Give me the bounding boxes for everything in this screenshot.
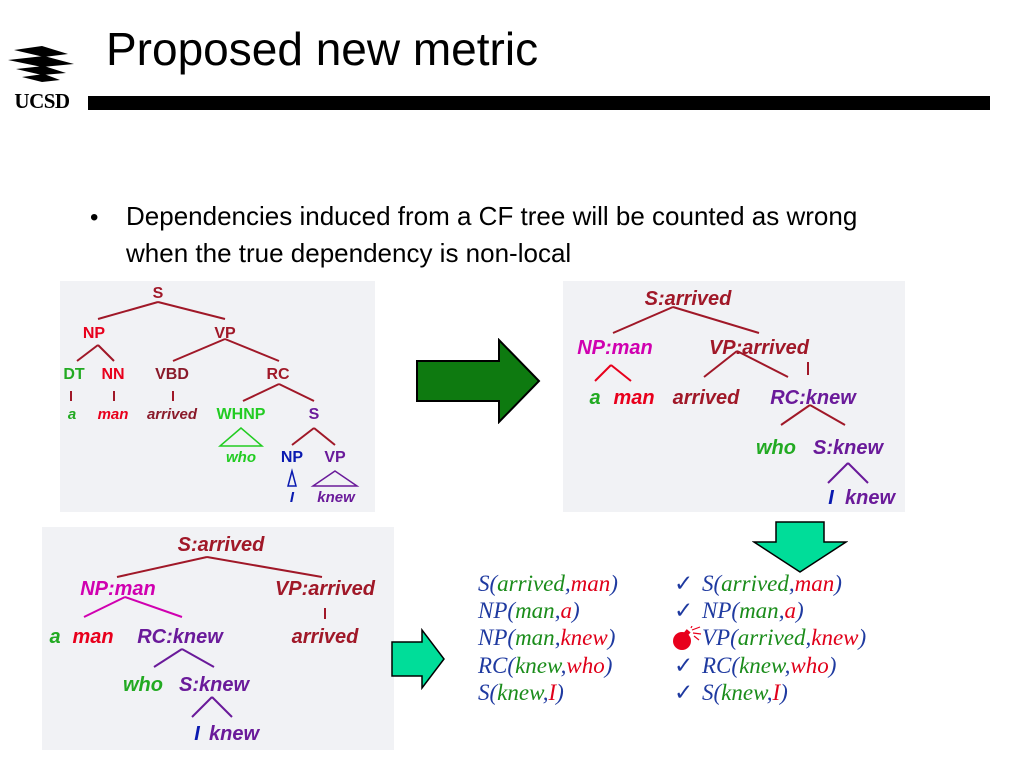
vp-triangle — [310, 470, 360, 487]
node-dt: DT — [63, 366, 85, 383]
dep-left: S(arrived,man) — [478, 571, 618, 596]
dep-right: S(knew,I) — [702, 679, 788, 705]
word-arrived: arrived — [673, 387, 740, 409]
dep-row: NP(man,knew) VP(arrived,knew) — [478, 624, 938, 651]
word-man: man — [72, 626, 113, 648]
dep-right: S(arrived,man) — [702, 571, 842, 596]
np-triangle — [287, 468, 297, 487]
dep-row: S(arrived,man) ✓ S(arrived,man) — [478, 570, 938, 597]
word-who: who — [123, 674, 163, 696]
slide-title: Proposed new metric — [106, 23, 539, 75]
word-i: I — [194, 723, 200, 745]
dep-row: S(knew,I) ✓ S(knew,I) — [478, 679, 938, 706]
node-rc-knew: RC:knew — [770, 387, 857, 409]
arrow-right-icon — [416, 338, 541, 424]
node-s2: S — [309, 406, 320, 423]
lex-tree-nonlocal-panel: S:arrived NP:man VP:arrived a man RC:kne… — [42, 527, 394, 750]
dependency-lists: S(arrived,man) ✓ S(arrived,man) NP(man,a… — [478, 570, 938, 706]
logo-text: UCSD — [14, 89, 70, 113]
node-np2: NP — [281, 449, 304, 466]
word-knew: knew — [845, 487, 896, 509]
cf-tree: S NP VP DT NN VBD RC a man arrived WHNP … — [63, 285, 360, 506]
word-knew: knew — [317, 489, 356, 506]
word-man: man — [613, 387, 654, 409]
node-s-arrived: S:arrived — [645, 288, 732, 310]
word-knew: knew — [209, 723, 260, 745]
check-icon: ✓ — [674, 571, 694, 596]
dep-row: NP(man,a) ✓ NP(man,a) — [478, 597, 938, 624]
node-np: NP — [83, 325, 106, 342]
node-rc-knew: RC:knew — [137, 626, 224, 648]
cf-tree-panel: S NP VP DT NN VBD RC a man arrived WHNP … — [60, 281, 375, 512]
dep-right: RC(knew,who) — [702, 652, 837, 678]
node-vp2: VP — [324, 449, 346, 466]
word-arrived: arrived — [292, 626, 359, 648]
node-np-man: NP:man — [80, 578, 156, 600]
node-s-arrived: S:arrived — [178, 534, 265, 556]
bullet-icon: • — [90, 204, 99, 231]
lex-tree-nonlocal: S:arrived NP:man VP:arrived a man RC:kne… — [49, 534, 376, 745]
arrow-down-icon — [752, 521, 848, 573]
dep-left: NP(man,knew) — [478, 625, 616, 651]
dep-left: RC(knew,who) — [478, 652, 613, 678]
lex-tree-local-panel: S:arrived NP:man VP:arrived a man arrive… — [563, 281, 905, 512]
word-a: a — [68, 406, 76, 423]
node-s-knew: S:knew — [179, 674, 250, 696]
bullet-text: Dependencies induced from a CF tree will… — [126, 201, 858, 268]
node-vp-arrived: VP:arrived — [709, 337, 810, 359]
title-underline-bar — [88, 96, 990, 110]
dep-right: NP(man,a) — [702, 598, 804, 624]
word-arrived: arrived — [147, 406, 198, 423]
arrow-right-small-icon — [391, 628, 445, 690]
node-np-man: NP:man — [577, 337, 653, 359]
node-rc: RC — [266, 366, 290, 383]
whnp-triangle — [217, 427, 265, 447]
node-whnp: WHNP — [217, 406, 266, 423]
dep-right: VP(arrived,knew) — [702, 625, 867, 651]
word-who: who — [756, 437, 796, 459]
check-icon: ✓ — [674, 652, 694, 678]
bomb-icon — [673, 626, 702, 651]
cf-tree-edges — [70, 301, 336, 446]
dep-left: NP(man,a) — [478, 598, 580, 624]
node-nn: NN — [101, 366, 124, 383]
word-man: man — [98, 406, 129, 423]
node-vbd: VBD — [155, 366, 189, 383]
dep-left: S(knew,I) — [478, 679, 564, 705]
check-icon: ✓ — [674, 679, 694, 705]
node-vp: VP — [214, 325, 236, 342]
word-i: I — [828, 487, 834, 509]
dep-row: RC(knew,who) ✓ RC(knew,who) — [478, 652, 938, 679]
check-icon: ✓ — [674, 598, 694, 624]
node-vp-arrived: VP:arrived — [275, 578, 376, 600]
node-s: S — [153, 285, 164, 302]
lex-tree-local: S:arrived NP:man VP:arrived a man arrive… — [577, 288, 896, 509]
word-a: a — [589, 387, 600, 409]
word-i: I — [290, 489, 295, 506]
node-s-knew: S:knew — [813, 437, 884, 459]
word-a: a — [49, 626, 60, 648]
ucsd-logo — [8, 46, 74, 82]
word-who: who — [226, 449, 256, 466]
